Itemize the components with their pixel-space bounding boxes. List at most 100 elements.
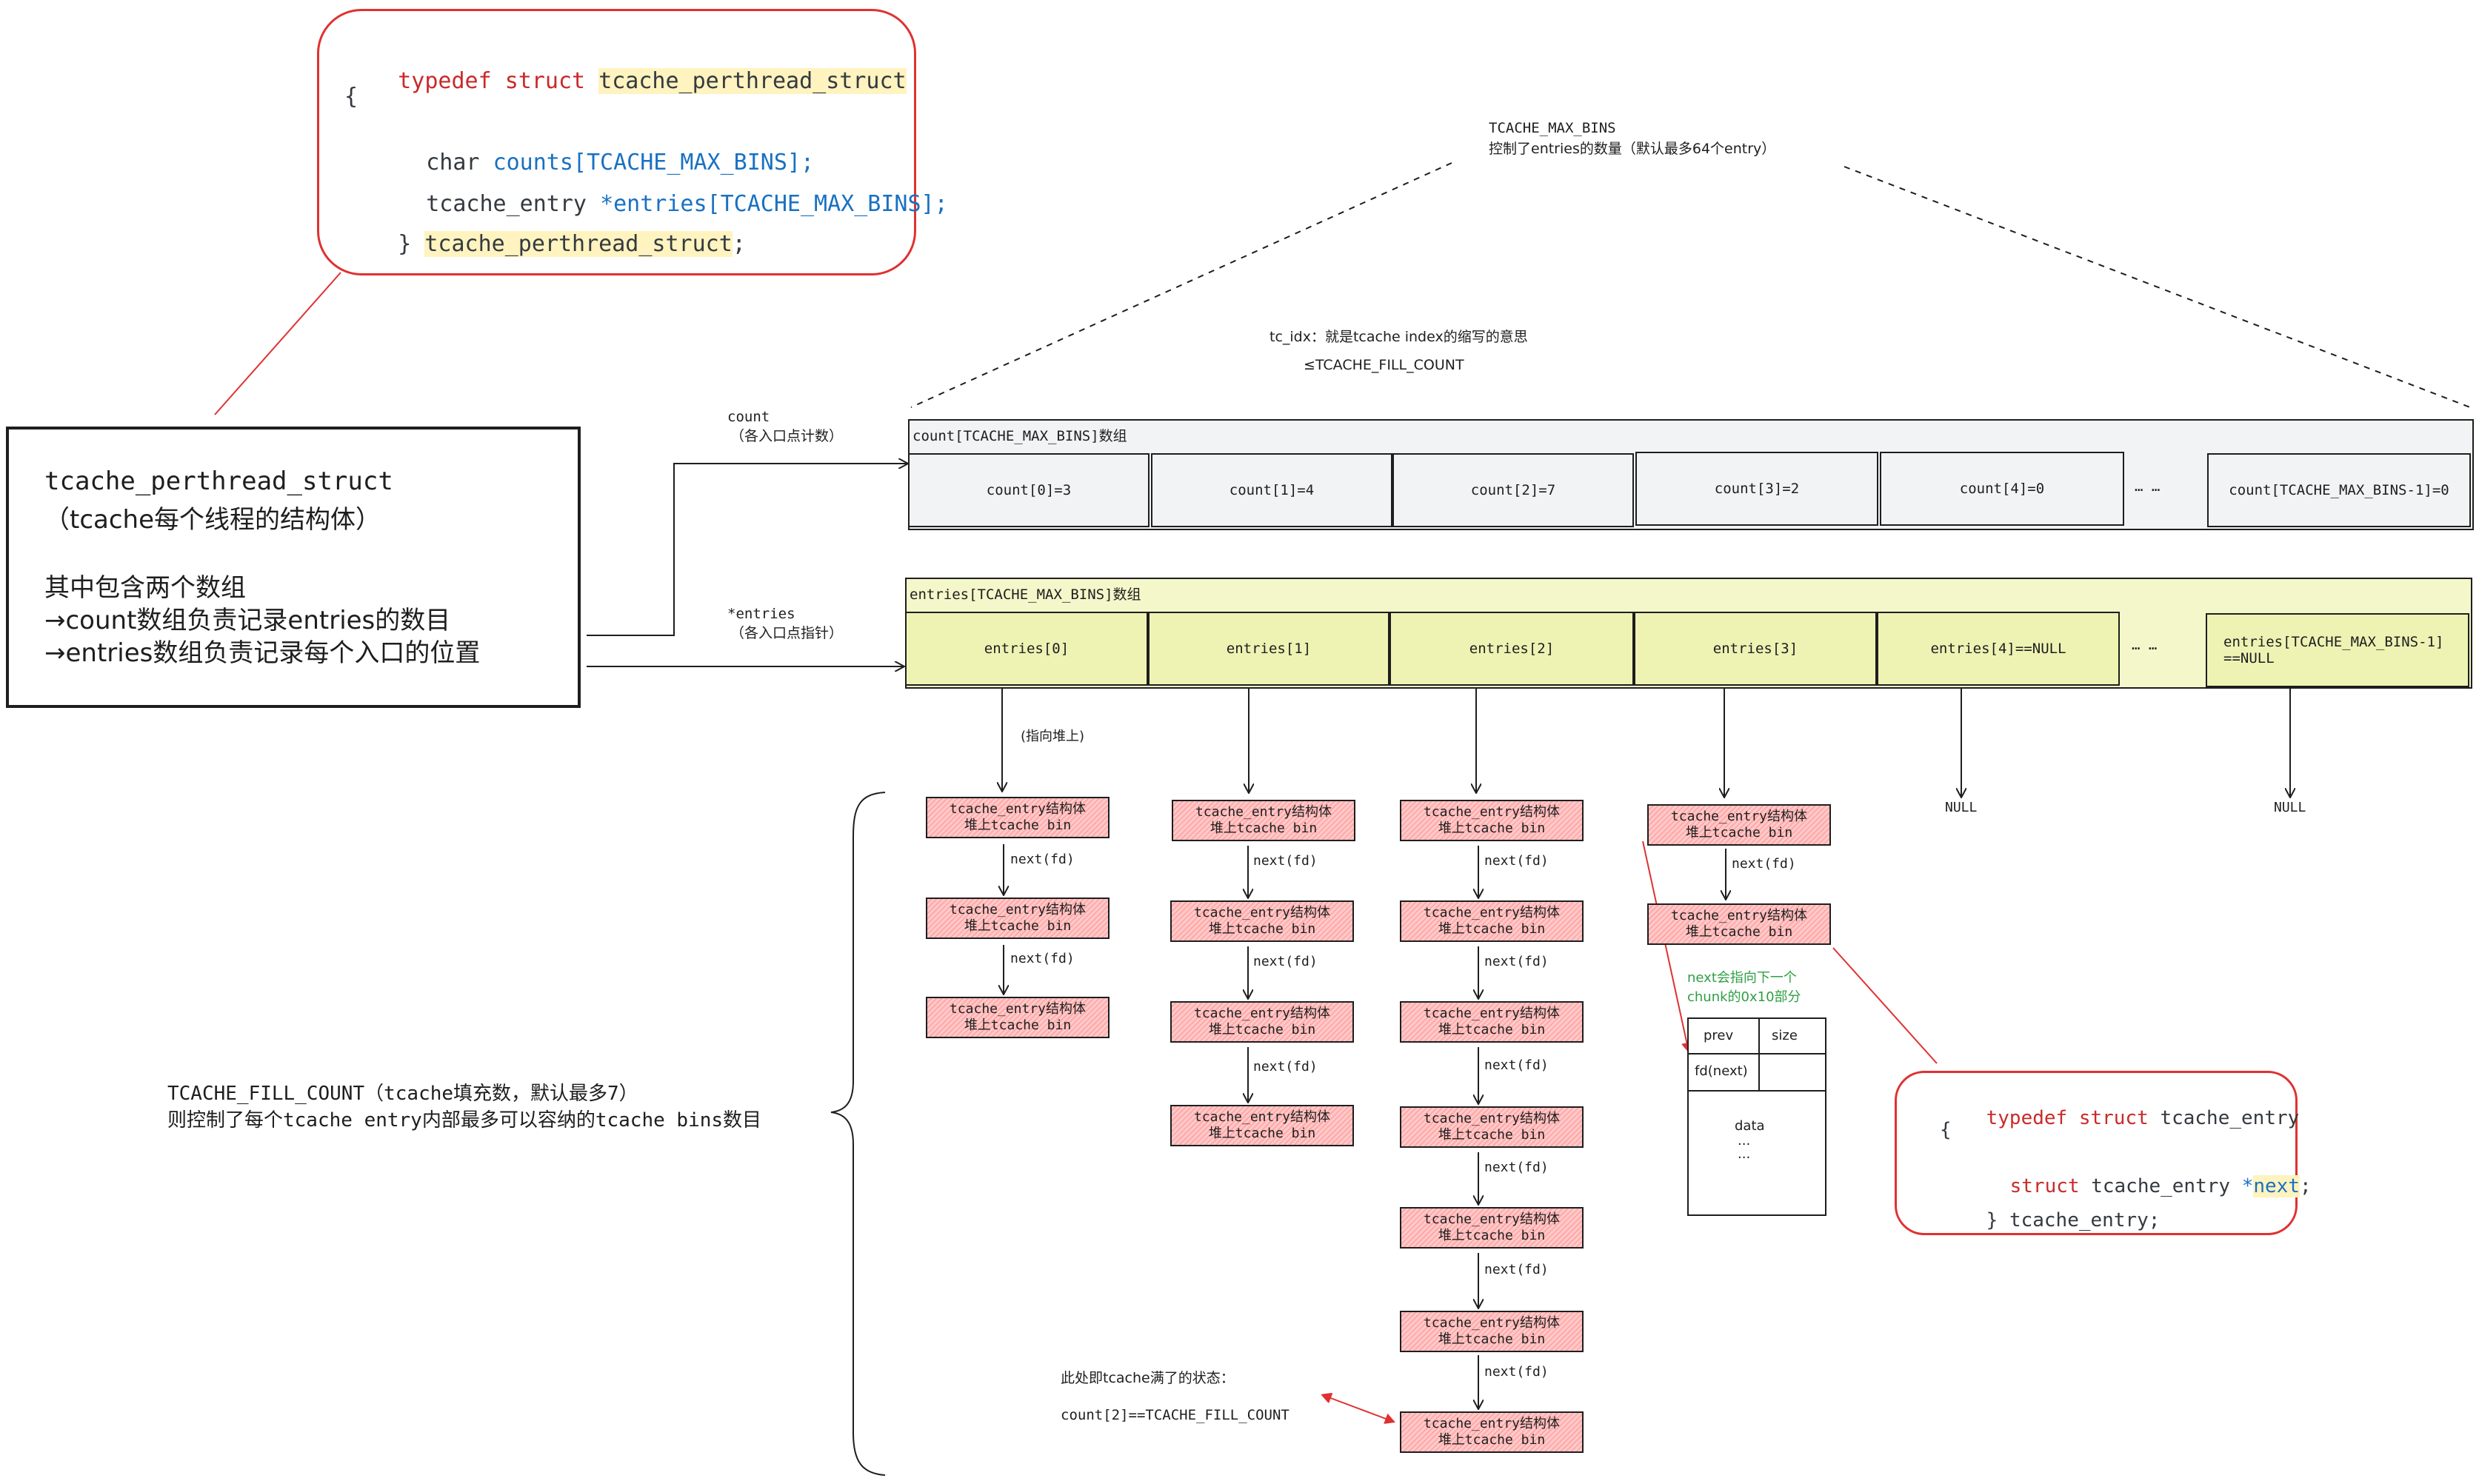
chain1-next-label-2: next(fd) (1253, 954, 1318, 969)
entry-open-brace: { (1940, 1119, 1952, 1141)
count-cell-2: count[2]=7 (1392, 453, 1634, 527)
entry-alias: tcache_entry; (2009, 1209, 2161, 1231)
chain0-node-2: tcache_entry结构体堆上tcache bin (926, 898, 1110, 939)
node-line2: 堆上tcache bin (964, 818, 1072, 833)
max-bins-dashed-left (910, 162, 1452, 408)
entries-sublabel: （各入口点指针） (730, 625, 844, 641)
chain2-node-4: tcache_entry结构体堆上tcache bin (1400, 1106, 1584, 1148)
struct-callout-line (214, 272, 341, 415)
code-open-brace: { (344, 84, 358, 110)
main-box-title: tcache_perthread_struct (44, 467, 393, 496)
chain0-node-1: tcache_entry结构体堆上tcache bin (926, 797, 1110, 838)
perthread-struct-code-box: typedef struct tcache_perthread_struct {… (317, 9, 948, 275)
main-box-line3: 其中包含两个数组 (44, 573, 246, 603)
code-struct-alias: tcache_perthread_struct (424, 231, 733, 257)
code-semicolon: ; (732, 231, 746, 257)
entry-typedef-keyword: typedef struct (1986, 1107, 2149, 1129)
chunk-fd-label: fd(next) (1695, 1063, 1748, 1079)
code-char-type: char (426, 150, 480, 176)
full-state-arrow (1323, 1395, 1394, 1422)
node-line2: 堆上tcache bin (1438, 1432, 1546, 1448)
entry-struct-keyword: struct (2009, 1175, 2080, 1197)
node-line2: 堆上tcache bin (1685, 924, 1793, 940)
chunk-dots-1: ... (1738, 1133, 1751, 1149)
code-struct-name: tcache_perthread_struct (598, 68, 907, 94)
chunk-header-divider (1689, 1053, 1825, 1054)
entries-array-label: entries[TCACHE_MAX_BINS]数组 (910, 586, 1141, 603)
entry-next-field: next (2253, 1175, 2300, 1197)
node-line1: tcache_entry结构体 (1670, 908, 1808, 923)
entry-ptr-star: * (2241, 1175, 2254, 1197)
code-entry-type: tcache_entry (426, 191, 587, 217)
chain2-node-7: tcache_entry结构体堆上tcache bin (1400, 1411, 1584, 1453)
node-line1: tcache_entry结构体 (949, 801, 1087, 817)
node-line2: 堆上tcache bin (1208, 1022, 1316, 1037)
node-line2: 堆上tcache bin (1210, 820, 1318, 836)
entry-close-brace: } (1986, 1209, 1998, 1231)
count-array-label: count[TCACHE_MAX_BINS]数组 (912, 428, 1127, 444)
chain2-next-label-4: next(fd) (1484, 1160, 1549, 1175)
entry-struct-name: tcache_entry (2160, 1107, 2300, 1129)
chain2-node-3: tcache_entry结构体堆上tcache bin (1400, 1001, 1584, 1043)
node-line2: 堆上tcache bin (1438, 921, 1546, 937)
chain2-node-5: tcache_entry结构体堆上tcache bin (1400, 1207, 1584, 1249)
code-entries-field: *entries[TCACHE_MAX_BINS]; (600, 191, 948, 217)
max-bins-desc: 控制了entries的数量（默认最多64个entry） (1489, 141, 1776, 157)
main-box-line4: →count数组负责记录entries的数目 (44, 606, 451, 635)
chain1-node-2: tcache_entry结构体堆上tcache bin (1170, 900, 1354, 942)
entry-def-callout-line (1832, 947, 1938, 1064)
node-line2: 堆上tcache bin (1438, 820, 1546, 836)
chain2-next-label-1: next(fd) (1484, 853, 1549, 869)
node-line1: tcache_entry结构体 (1195, 804, 1332, 820)
chunk-data-label: data (1735, 1118, 1765, 1134)
entry-semicolon: ; (2299, 1175, 2312, 1197)
entries-cell-4: entries[4]==NULL (1877, 612, 2120, 686)
chain3-next-label-1: next(fd) (1732, 856, 1796, 872)
chain1-next-label-3: next(fd) (1253, 1059, 1318, 1074)
entry-last-null-label: NULL (2274, 800, 2306, 815)
chain2-node-6: tcache_entry结构体堆上tcache bin (1400, 1311, 1584, 1352)
entries-cell-3: entries[3] (1634, 612, 1877, 686)
node-line2: 堆上tcache bin (1438, 1228, 1546, 1243)
node-line2: 堆上tcache bin (1438, 1127, 1546, 1143)
fill-count-desc-line2: 则控制了每个tcache entry内部最多可以容纳的tcache bins数目 (167, 1109, 762, 1132)
chain2-next-label-3: next(fd) (1484, 1057, 1549, 1073)
max-bins-dashed-right (1844, 166, 2471, 408)
chain1-node-4: tcache_entry结构体堆上tcache bin (1170, 1105, 1354, 1146)
chain2-next-label-5: next(fd) (1484, 1262, 1549, 1277)
code-close-brace: } (398, 231, 412, 257)
full-state-note: 此处即tcache满了的状态： (1061, 1370, 1235, 1386)
node-line1: tcache_entry结构体 (1423, 905, 1561, 920)
count-cell-1: count[1]=4 (1151, 453, 1392, 527)
node-line1: tcache_entry结构体 (1423, 1111, 1561, 1126)
chain2-next-label-2: next(fd) (1484, 954, 1549, 969)
entry-next-type: tcache_entry (2091, 1175, 2231, 1197)
chain0-next-label-2: next(fd) (1010, 951, 1075, 966)
node-line1: tcache_entry结构体 (949, 902, 1087, 918)
chunk-column-divider (1758, 1019, 1760, 1090)
chain1-next-label-1: next(fd) (1253, 853, 1318, 869)
chunk-fd-divider (1689, 1090, 1825, 1092)
tc-idx-note: tc_idx：就是tcache index的缩写的意思 (1269, 329, 1528, 345)
chain2-node-2: tcache_entry结构体堆上tcache bin (1400, 900, 1584, 942)
count-cell-0: count[0]=3 (908, 453, 1150, 527)
chain2-node-1: tcache_entry结构体堆上tcache bin (1400, 800, 1584, 841)
chain3-node-1: tcache_entry结构体堆上tcache bin (1647, 804, 1831, 846)
chunk-layout-box: prev size fd(next) data ... ... (1687, 1017, 1826, 1216)
node-line2: 堆上tcache bin (1685, 825, 1793, 840)
count-cell-last: count[TCACHE_MAX_BINS-1]=0 (2207, 453, 2471, 527)
entries-cell-1: entries[1] (1148, 612, 1389, 686)
fill-count-desc-line1: TCACHE_FILL_COUNT（tcache填充数，默认最多7） (167, 1083, 638, 1105)
node-line1: tcache_entry结构体 (1423, 1416, 1561, 1431)
node-line2: 堆上tcache bin (1438, 1331, 1546, 1347)
chain3-node-2: tcache_entry结构体堆上tcache bin (1647, 903, 1831, 945)
chain0-next-label-1: next(fd) (1010, 852, 1075, 867)
entries-cell-0: entries[0] (905, 612, 1148, 686)
chunk-dots-2: ... (1738, 1146, 1751, 1162)
chain1-node-1: tcache_entry结构体堆上tcache bin (1172, 800, 1355, 841)
node-line1: tcache_entry结构体 (1423, 1211, 1561, 1227)
node-line1: tcache_entry结构体 (1193, 1006, 1331, 1021)
chunk-prev-label: prev (1704, 1028, 1734, 1043)
chunk-size-label: size (1772, 1028, 1798, 1043)
